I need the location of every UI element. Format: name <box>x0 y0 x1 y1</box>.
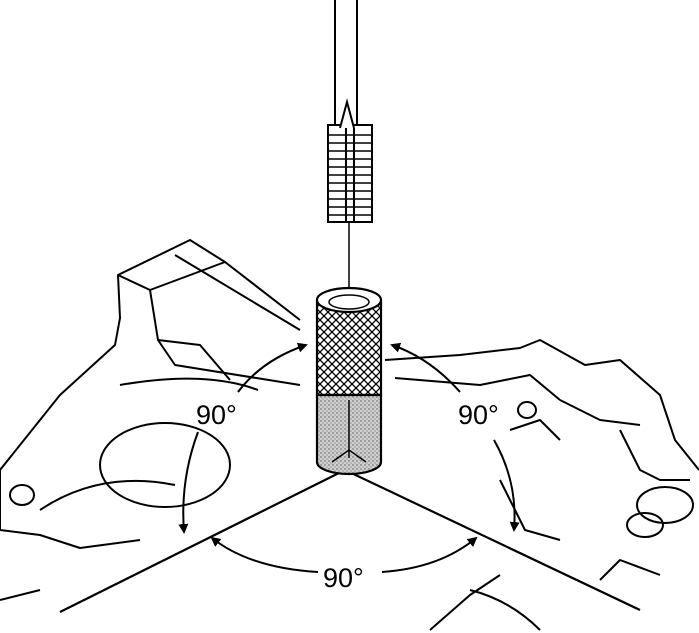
arrow-right-lower <box>493 439 520 532</box>
angle-label-bottom: 90° <box>323 563 364 593</box>
cylinder-head-casting <box>0 239 699 631</box>
driver-shaft <box>334 0 358 125</box>
arrow-bottom-right <box>381 536 478 573</box>
arrow-bottom-left <box>210 536 319 573</box>
angle-label-right: 90° <box>458 400 499 430</box>
knurled-insert <box>315 286 383 476</box>
arrow-right-upper <box>390 342 461 393</box>
angle-label-left: 90° <box>196 400 237 430</box>
angle-arrows <box>178 342 520 573</box>
threaded-tool-tip <box>327 98 373 223</box>
arrow-left-upper <box>237 342 308 393</box>
arrow-left-lower <box>178 431 199 534</box>
